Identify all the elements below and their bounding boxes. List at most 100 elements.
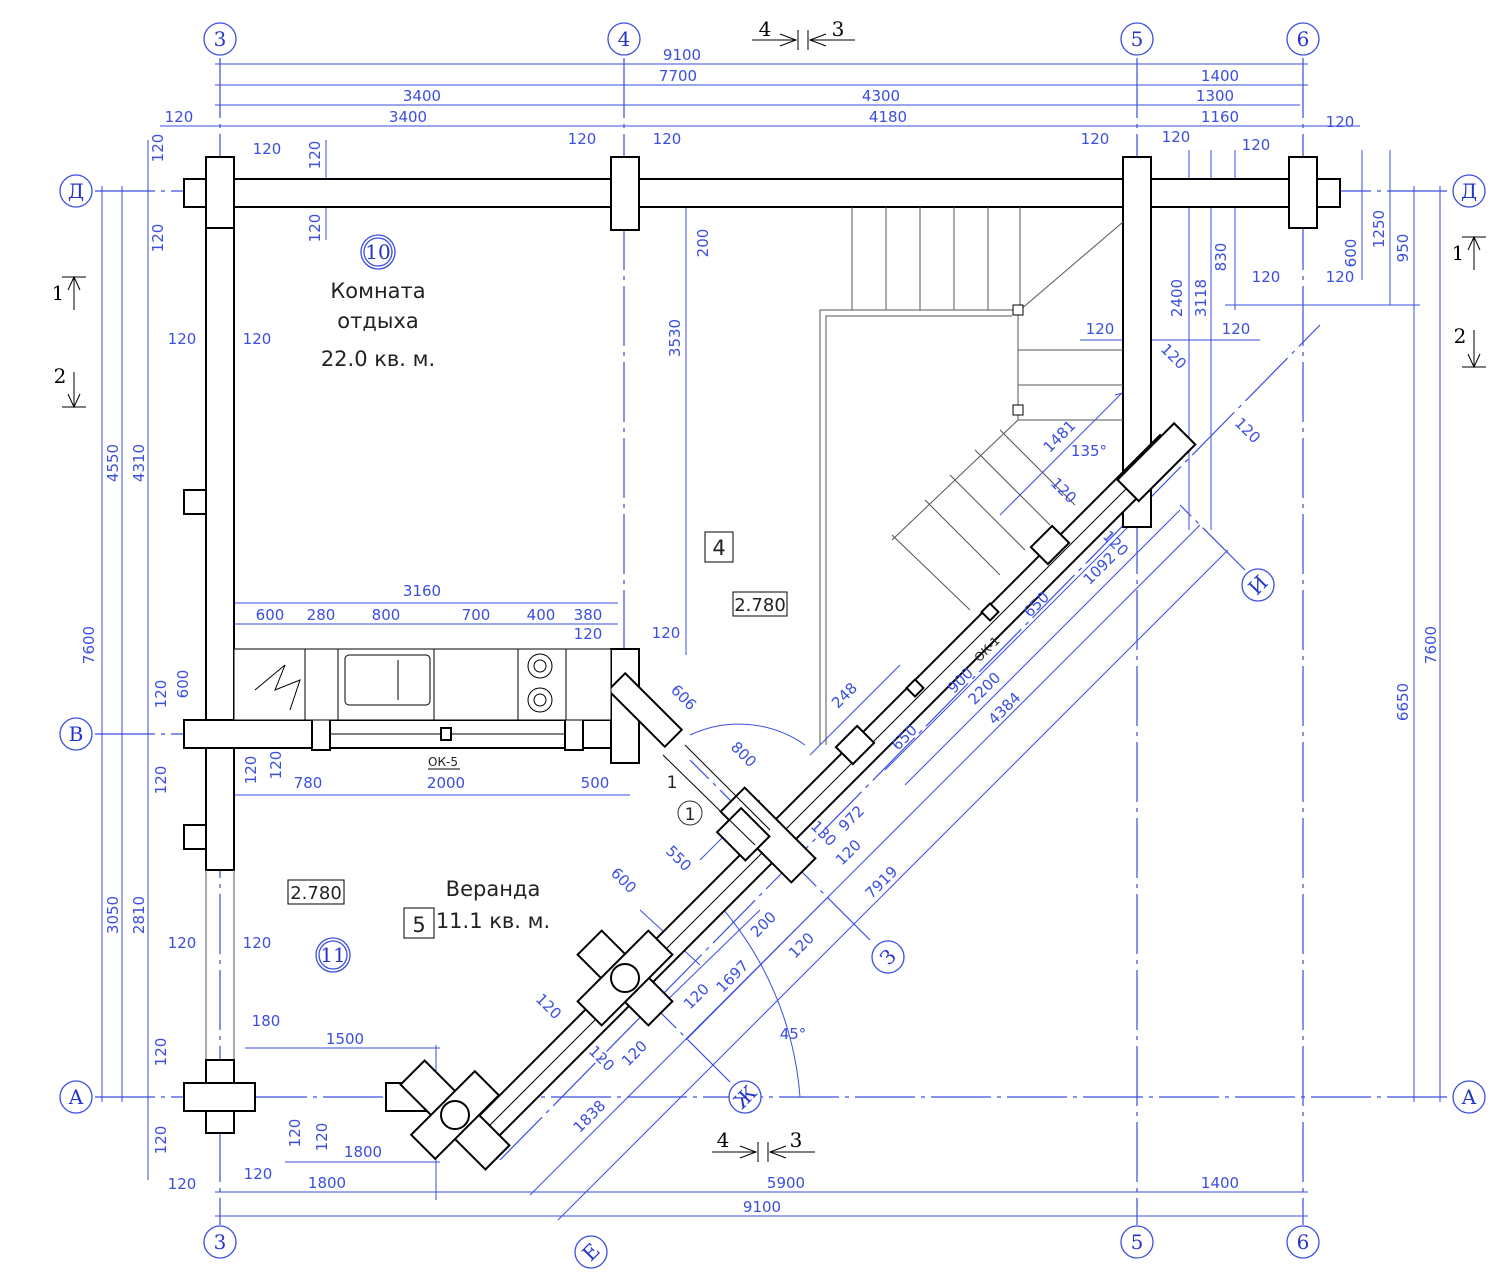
dimension-value: 280 [307, 606, 336, 624]
room-10-number: 10 [365, 240, 390, 264]
dimension-value: 9100 [663, 46, 701, 64]
dimension-value: 120 [149, 134, 167, 163]
dimension-value: 6650 [1394, 683, 1412, 721]
dimension-value: 120 [680, 980, 713, 1013]
dimension-value: 120 [785, 929, 818, 962]
axis-markers: 3 4 5 6 3 5 6 Д Д В А А И З Ж Е [59, 22, 1486, 1269]
dimension-value: 500 [581, 774, 610, 792]
dimension-value: 1500 [326, 1030, 364, 1048]
kitchen-counter [233, 648, 612, 721]
room-5-level: 2.780 [290, 883, 342, 904]
dimension-value: 120 [152, 1038, 170, 1067]
section-4-top: 4 [759, 17, 772, 41]
section-3-bottom: 3 [790, 1128, 803, 1152]
dimension-value: 3118 [1192, 279, 1210, 317]
dimension-value: 2000 [427, 774, 465, 792]
axis-3-bottom: 3 [214, 1230, 227, 1254]
section-2-left: 2 [54, 364, 67, 388]
section-3-top: 3 [832, 17, 845, 41]
dimension-value: 3400 [403, 87, 441, 105]
room-4-level: 2.780 [734, 595, 786, 616]
dimension-value: 4550 [104, 444, 122, 482]
dimension-value: 1300 [1196, 87, 1234, 105]
dimension-value: 120 [244, 1165, 273, 1183]
section-4-bottom: 4 [717, 1128, 730, 1152]
dimension-value: 120 [1326, 113, 1355, 131]
dimension-value: 120 [532, 990, 565, 1023]
dimension-value: 800 [372, 606, 401, 624]
axis-3-top: 3 [214, 27, 227, 51]
dimension-value: 2810 [130, 896, 148, 934]
dimension-value: 200 [694, 229, 712, 258]
dimension-value: 800 [727, 738, 760, 771]
axis-d-left: Д [68, 179, 84, 203]
axis-v-left: В [69, 722, 84, 746]
dimension-value: 120 [168, 330, 197, 348]
dimension-value: 120 [168, 934, 197, 952]
dimension-value: 9100 [743, 1198, 781, 1216]
dimension-value: 120 [1162, 128, 1191, 146]
section-1-left: 1 [52, 281, 65, 305]
axis-a-right: А [1461, 1085, 1476, 1109]
dimension-value: 120 [1047, 474, 1080, 507]
dimension-value: 1838 [570, 1097, 610, 1137]
dimension-value: 7600 [1422, 626, 1440, 664]
dimension-value: 120 [243, 330, 272, 348]
dimension-value: 972 [835, 802, 868, 835]
dimension-value: 180 [252, 1012, 281, 1030]
dimension-value: 120 [1252, 268, 1281, 286]
dimension-value: 120 [152, 1126, 170, 1155]
dimension-value: 120 [1086, 320, 1115, 338]
dimension-value: 120 [267, 751, 285, 780]
walls [183, 156, 1341, 1171]
dimension-value: 600 [1342, 239, 1360, 268]
dimension-value: 3400 [389, 108, 427, 126]
dimension-value: 7600 [80, 626, 98, 664]
dimension-value: 120 [1326, 268, 1355, 286]
dimension-value: 120 [168, 1175, 197, 1193]
dimension-value: 2400 [1168, 279, 1186, 317]
dimension-value: 1400 [1201, 67, 1239, 85]
axis-a-left: А [68, 1085, 83, 1109]
axis-4-top: 4 [618, 27, 631, 51]
dimension-value: 4180 [869, 108, 907, 126]
dimension-value: 200 [747, 908, 780, 941]
dimension-value: 120 [574, 625, 603, 643]
room-5-area: 11.1 кв. м. [436, 909, 550, 933]
section-markers: 4 3 4 3 1 2 1 2 [52, 17, 1486, 1162]
dimension-value: 120 [1222, 320, 1251, 338]
room-10-area: 22.0 кв. м. [321, 347, 435, 371]
grid-axes [95, 58, 1450, 1225]
section-1-right: 1 [1452, 241, 1465, 265]
dimension-value: 4310 [130, 444, 148, 482]
dimension-value: 1800 [344, 1143, 382, 1161]
dimension-value: 120 [313, 1123, 331, 1152]
dimension-value: 1400 [1201, 1174, 1239, 1192]
dimension-value: 400 [527, 606, 556, 624]
dimension-value: 120 [149, 224, 167, 253]
dimension-value: 120 [253, 140, 282, 158]
dimension-value: 4300 [862, 87, 900, 105]
dimension-value: 3160 [403, 582, 441, 600]
dimension-value: 120 [1242, 136, 1271, 154]
axis-6-top: 6 [1297, 27, 1310, 51]
room-5-name: Веранда [446, 877, 541, 901]
dimension-value: 1250 [1370, 210, 1388, 248]
dimension-value: 120 [306, 141, 324, 170]
dimension-value: 120 [585, 1042, 618, 1075]
dimension-value: 606 [667, 681, 700, 714]
room-5-number: 5 [412, 913, 425, 937]
dimension-value: 120 [306, 214, 324, 243]
axis-6-bottom: 6 [1297, 1230, 1310, 1254]
dimension-value: 3530 [666, 319, 684, 357]
dimension-value: 120 [652, 624, 681, 642]
room-11-number: 11 [320, 943, 345, 967]
dimension-value: 120 [653, 130, 682, 148]
dimension-value: 45° [780, 1025, 807, 1043]
dimension-value: 1092 [1080, 549, 1120, 589]
dimension-value: 1800 [308, 1174, 346, 1192]
dimension-value: 120 [152, 766, 170, 795]
dimension-value: 7700 [659, 67, 697, 85]
dimension-value: 120 [242, 756, 260, 785]
